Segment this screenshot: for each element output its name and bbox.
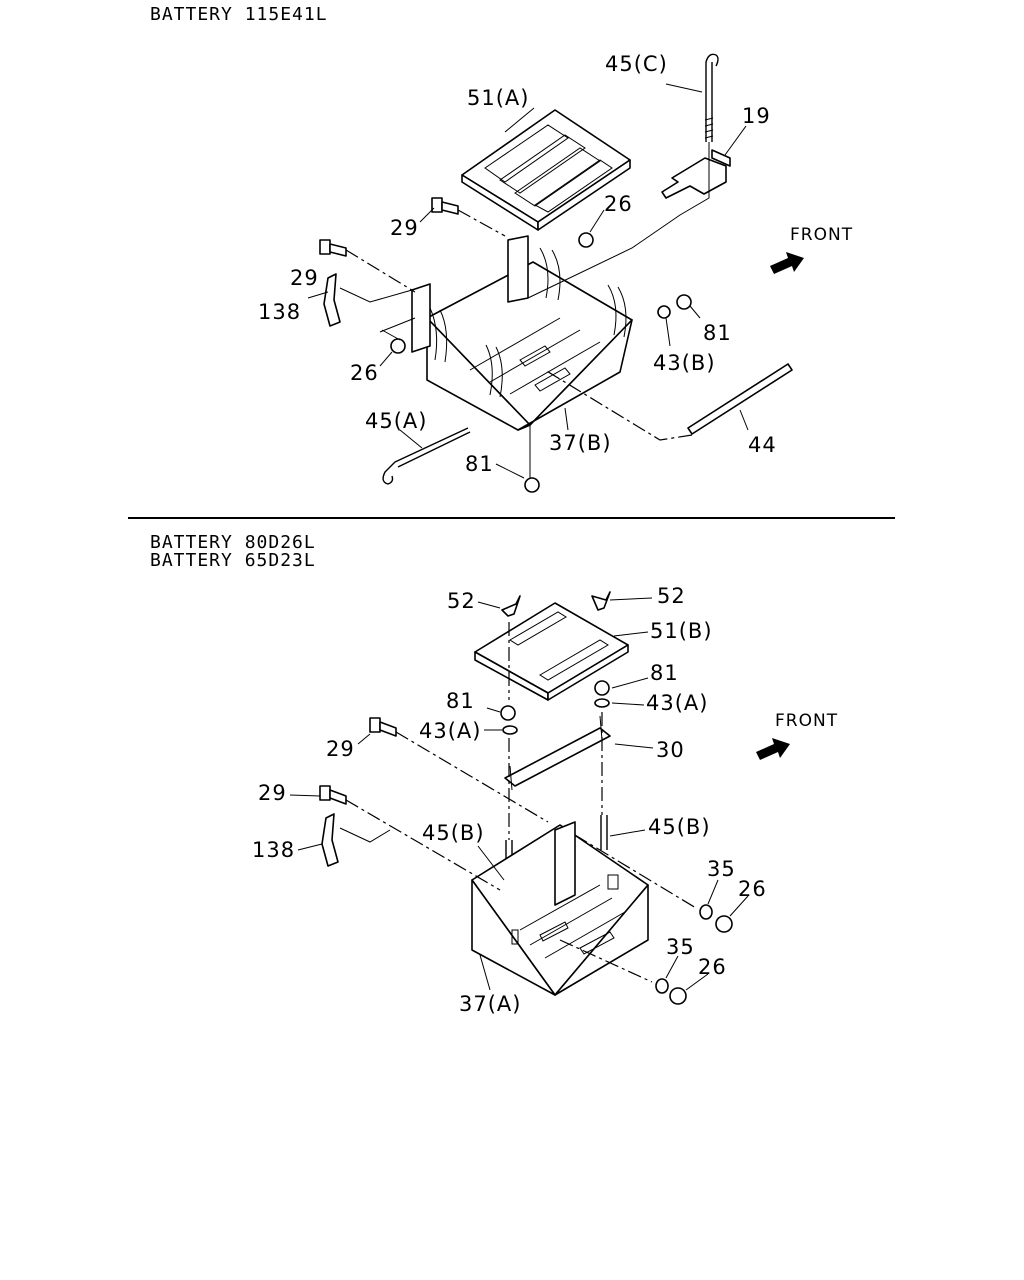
section2-header-2: BATTERY 65D23L — [150, 550, 316, 571]
callout-35-upper: 35 — [707, 857, 736, 881]
cover-plate-51a — [461, 109, 631, 231]
washer-35-lower — [655, 978, 669, 994]
callout-45b-left: 45(B) — [422, 821, 485, 845]
battery-tray-37b — [411, 235, 633, 431]
nut-81-right — [676, 294, 692, 310]
callout-138: 138 — [258, 300, 301, 324]
callout-29-upper: 29 — [326, 737, 355, 761]
callout-52-left: 52 — [447, 589, 476, 613]
section2-header-1: BATTERY 80D26L — [150, 532, 316, 553]
section2-callouts: 52 52 51(B) 81 81 43(A) 43(A) 29 30 29 4… — [252, 584, 767, 1016]
callout-44: 44 — [748, 433, 777, 457]
nut-81-bottom — [524, 477, 540, 493]
nut-81-left — [500, 705, 516, 721]
bolt-29-lower — [319, 239, 347, 257]
washer-43a-left — [502, 725, 518, 735]
cover-plate-51b — [474, 602, 629, 701]
callout-81-right: 81 — [650, 661, 679, 685]
section2-drawing — [289, 591, 749, 1005]
rod-44 — [687, 363, 793, 435]
rod-45b-right — [600, 815, 608, 850]
nut-26-upper — [578, 232, 594, 248]
callout-30: 30 — [656, 738, 685, 762]
callout-51b: 51(B) — [650, 619, 713, 643]
nut-81-right — [594, 680, 610, 696]
section1-front-indicator: FRONT — [770, 225, 853, 274]
hook-rod-45a — [382, 427, 471, 485]
callout-45c: 45(C) — [605, 52, 668, 76]
section-divider — [128, 517, 895, 519]
section2-front-indicator: FRONT — [756, 711, 838, 760]
callout-51a: 51(A) — [467, 86, 529, 110]
nut-26-lower — [669, 987, 687, 1005]
clamp-bar-30 — [504, 727, 611, 787]
washer-43a-right — [594, 698, 610, 708]
callout-52-right: 52 — [657, 584, 686, 608]
bracket-138 — [321, 813, 339, 867]
callout-81-left: 81 — [446, 689, 475, 713]
callout-81-bottom: 81 — [465, 452, 494, 476]
callout-26-lower: 26 — [350, 361, 379, 385]
washer-35-upper — [699, 904, 713, 920]
bracket-19-tab — [711, 149, 731, 167]
callout-138: 138 — [252, 838, 295, 862]
wing-nut-52-right — [591, 591, 611, 611]
arrow-icon — [770, 252, 804, 274]
bolt-29-upper — [431, 197, 459, 215]
callout-37a: 37(A) — [459, 992, 521, 1016]
callout-37b: 37(B) — [549, 431, 612, 455]
bracket-138 — [323, 273, 341, 327]
callout-43b: 43(B) — [653, 351, 716, 375]
arrow-icon — [756, 738, 790, 760]
callout-43a-right: 43(A) — [646, 691, 708, 715]
section1-callouts: 45(C) 51(A) 19 26 29 29 138 26 81 43(B) … — [258, 52, 777, 476]
section1-header: BATTERY 115E41L — [150, 4, 328, 25]
callout-19: 19 — [742, 104, 771, 128]
nut-26-upper — [715, 915, 733, 933]
battery-tray-37a — [471, 821, 649, 996]
callout-29-upper: 29 — [390, 216, 419, 240]
callout-29-lower: 29 — [258, 781, 287, 805]
front-label: FRONT — [790, 225, 853, 245]
callout-45b-right: 45(B) — [648, 815, 711, 839]
callout-26-upper: 26 — [604, 192, 633, 216]
callout-29-lower: 29 — [290, 266, 319, 290]
bolt-29-lower — [319, 785, 347, 805]
section1-drawing — [307, 53, 793, 493]
wing-nut-52-left — [501, 595, 521, 617]
callout-26-upper: 26 — [738, 877, 767, 901]
bolt-29-upper — [369, 717, 397, 737]
nut-26-lower — [390, 338, 406, 354]
j-bolt-45c — [704, 53, 719, 142]
callout-43a-left: 43(A) — [419, 719, 481, 743]
front-label: FRONT — [775, 711, 838, 731]
callout-26-lower: 26 — [698, 955, 727, 979]
callout-45a: 45(A) — [365, 409, 427, 433]
washer-43b — [657, 305, 671, 319]
callout-35-lower: 35 — [666, 935, 695, 959]
callout-81-right: 81 — [703, 321, 732, 345]
bracket-19 — [661, 157, 727, 199]
